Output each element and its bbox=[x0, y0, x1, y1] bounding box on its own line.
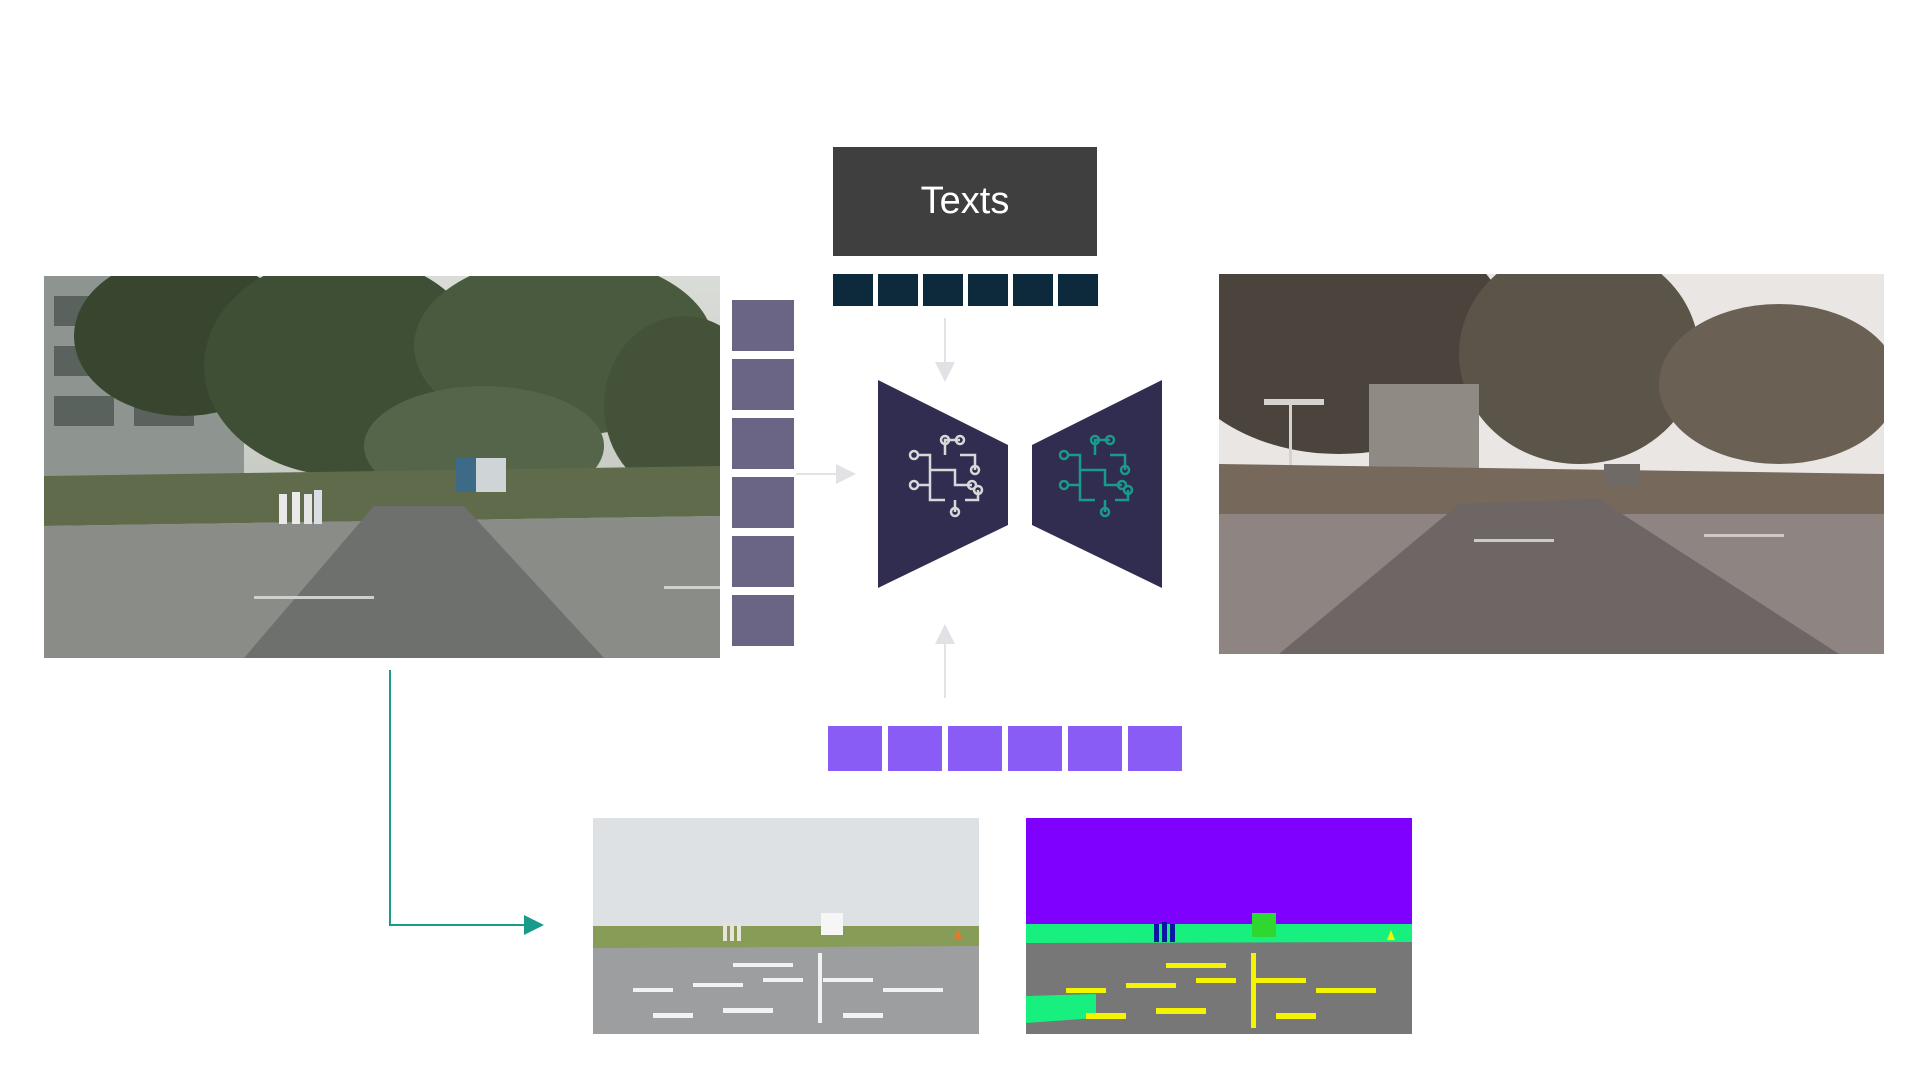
seg-street-scene bbox=[1026, 818, 1412, 1034]
condition-token-row bbox=[828, 726, 1182, 771]
input-video-frame bbox=[44, 276, 720, 658]
text-token bbox=[1058, 274, 1098, 306]
image-token bbox=[732, 536, 794, 587]
condition-token bbox=[1008, 726, 1062, 771]
render-arrow bbox=[389, 670, 544, 935]
decoder-block bbox=[1032, 380, 1162, 588]
texts-label: Texts bbox=[920, 180, 1010, 222]
output-street-scene bbox=[1219, 274, 1884, 654]
text-token bbox=[878, 274, 918, 306]
text-token bbox=[968, 274, 1008, 306]
image-token bbox=[732, 595, 794, 646]
condition-token bbox=[1068, 726, 1122, 771]
encoder-block bbox=[878, 380, 1008, 588]
image-token-column bbox=[732, 300, 794, 646]
condition-token bbox=[948, 726, 1002, 771]
segmentation-map bbox=[1026, 818, 1412, 1034]
image-token bbox=[732, 477, 794, 528]
input-street-scene bbox=[44, 276, 720, 658]
circuit-brain-icon bbox=[908, 434, 984, 518]
text-token-row bbox=[833, 274, 1098, 306]
condition-token bbox=[828, 726, 882, 771]
text-token bbox=[833, 274, 873, 306]
text-token bbox=[923, 274, 963, 306]
image-token bbox=[732, 300, 794, 351]
condition-token bbox=[1128, 726, 1182, 771]
text-token bbox=[1013, 274, 1053, 306]
condition-token bbox=[888, 726, 942, 771]
simulation-render bbox=[593, 818, 979, 1034]
circuit-brain-icon bbox=[1058, 434, 1134, 518]
image-token bbox=[732, 418, 794, 469]
texts-box: Texts bbox=[833, 147, 1097, 256]
sim-street-scene bbox=[593, 818, 979, 1034]
output-video-frame bbox=[1219, 274, 1884, 654]
image-token bbox=[732, 359, 794, 410]
